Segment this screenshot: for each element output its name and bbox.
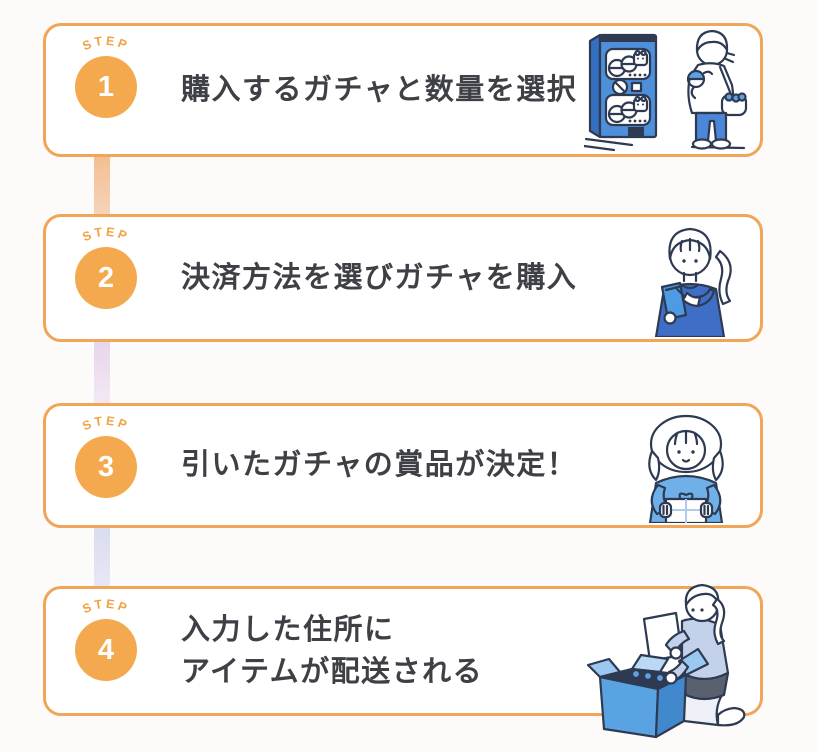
step-arc-label: STEP <box>80 414 131 433</box>
step-description: 引いたガチャの賞品が決定！ <box>181 449 578 482</box>
step-description: 購入するガチャと数量を選択 <box>181 73 578 106</box>
step-number-badge: 3 <box>75 436 137 498</box>
step-badge-3: STEP 3 <box>64 414 148 498</box>
gacha-machine-illustration <box>584 23 756 151</box>
svg-text:STEP: STEP <box>80 225 131 244</box>
step-description: 決済方法を選びガチャを購入 <box>181 261 578 294</box>
step-arc-label: STEP <box>80 225 131 244</box>
step-badge-1: STEP 1 <box>64 34 148 118</box>
step-card-3: STEP 3 引いたガチャの賞品が決定！ <box>43 403 763 528</box>
step-arc-label: STEP <box>80 597 131 616</box>
step-card-2: STEP 2 決済方法を選びガチャを購入 <box>43 214 763 342</box>
step-badge-4: STEP 4 <box>64 597 148 681</box>
step-connector-3-4 <box>94 526 110 589</box>
step-number-badge: 2 <box>75 247 137 309</box>
step-connector-1-2 <box>94 155 110 217</box>
svg-text:STEP: STEP <box>80 597 131 616</box>
step-card-1: STEP 1 購入するガチャと数量を選択 <box>43 23 763 157</box>
step-number-badge: 1 <box>75 56 137 118</box>
step-description: 入力した住所に アイテムが配送される <box>181 613 484 688</box>
step-card-4: STEP 4 入力した住所に アイテムが配送される <box>43 583 763 739</box>
smartphone-payment-illustration <box>626 223 748 337</box>
step-number-badge: 4 <box>75 619 137 681</box>
step-connector-2-3 <box>94 340 110 406</box>
svg-text:STEP: STEP <box>80 34 131 53</box>
svg-text:STEP: STEP <box>80 414 131 433</box>
step-arc-label: STEP <box>80 34 131 53</box>
step-badge-2: STEP 2 <box>64 225 148 309</box>
delivery-unboxing-illustration <box>586 575 756 743</box>
prize-box-illustration <box>622 411 750 523</box>
